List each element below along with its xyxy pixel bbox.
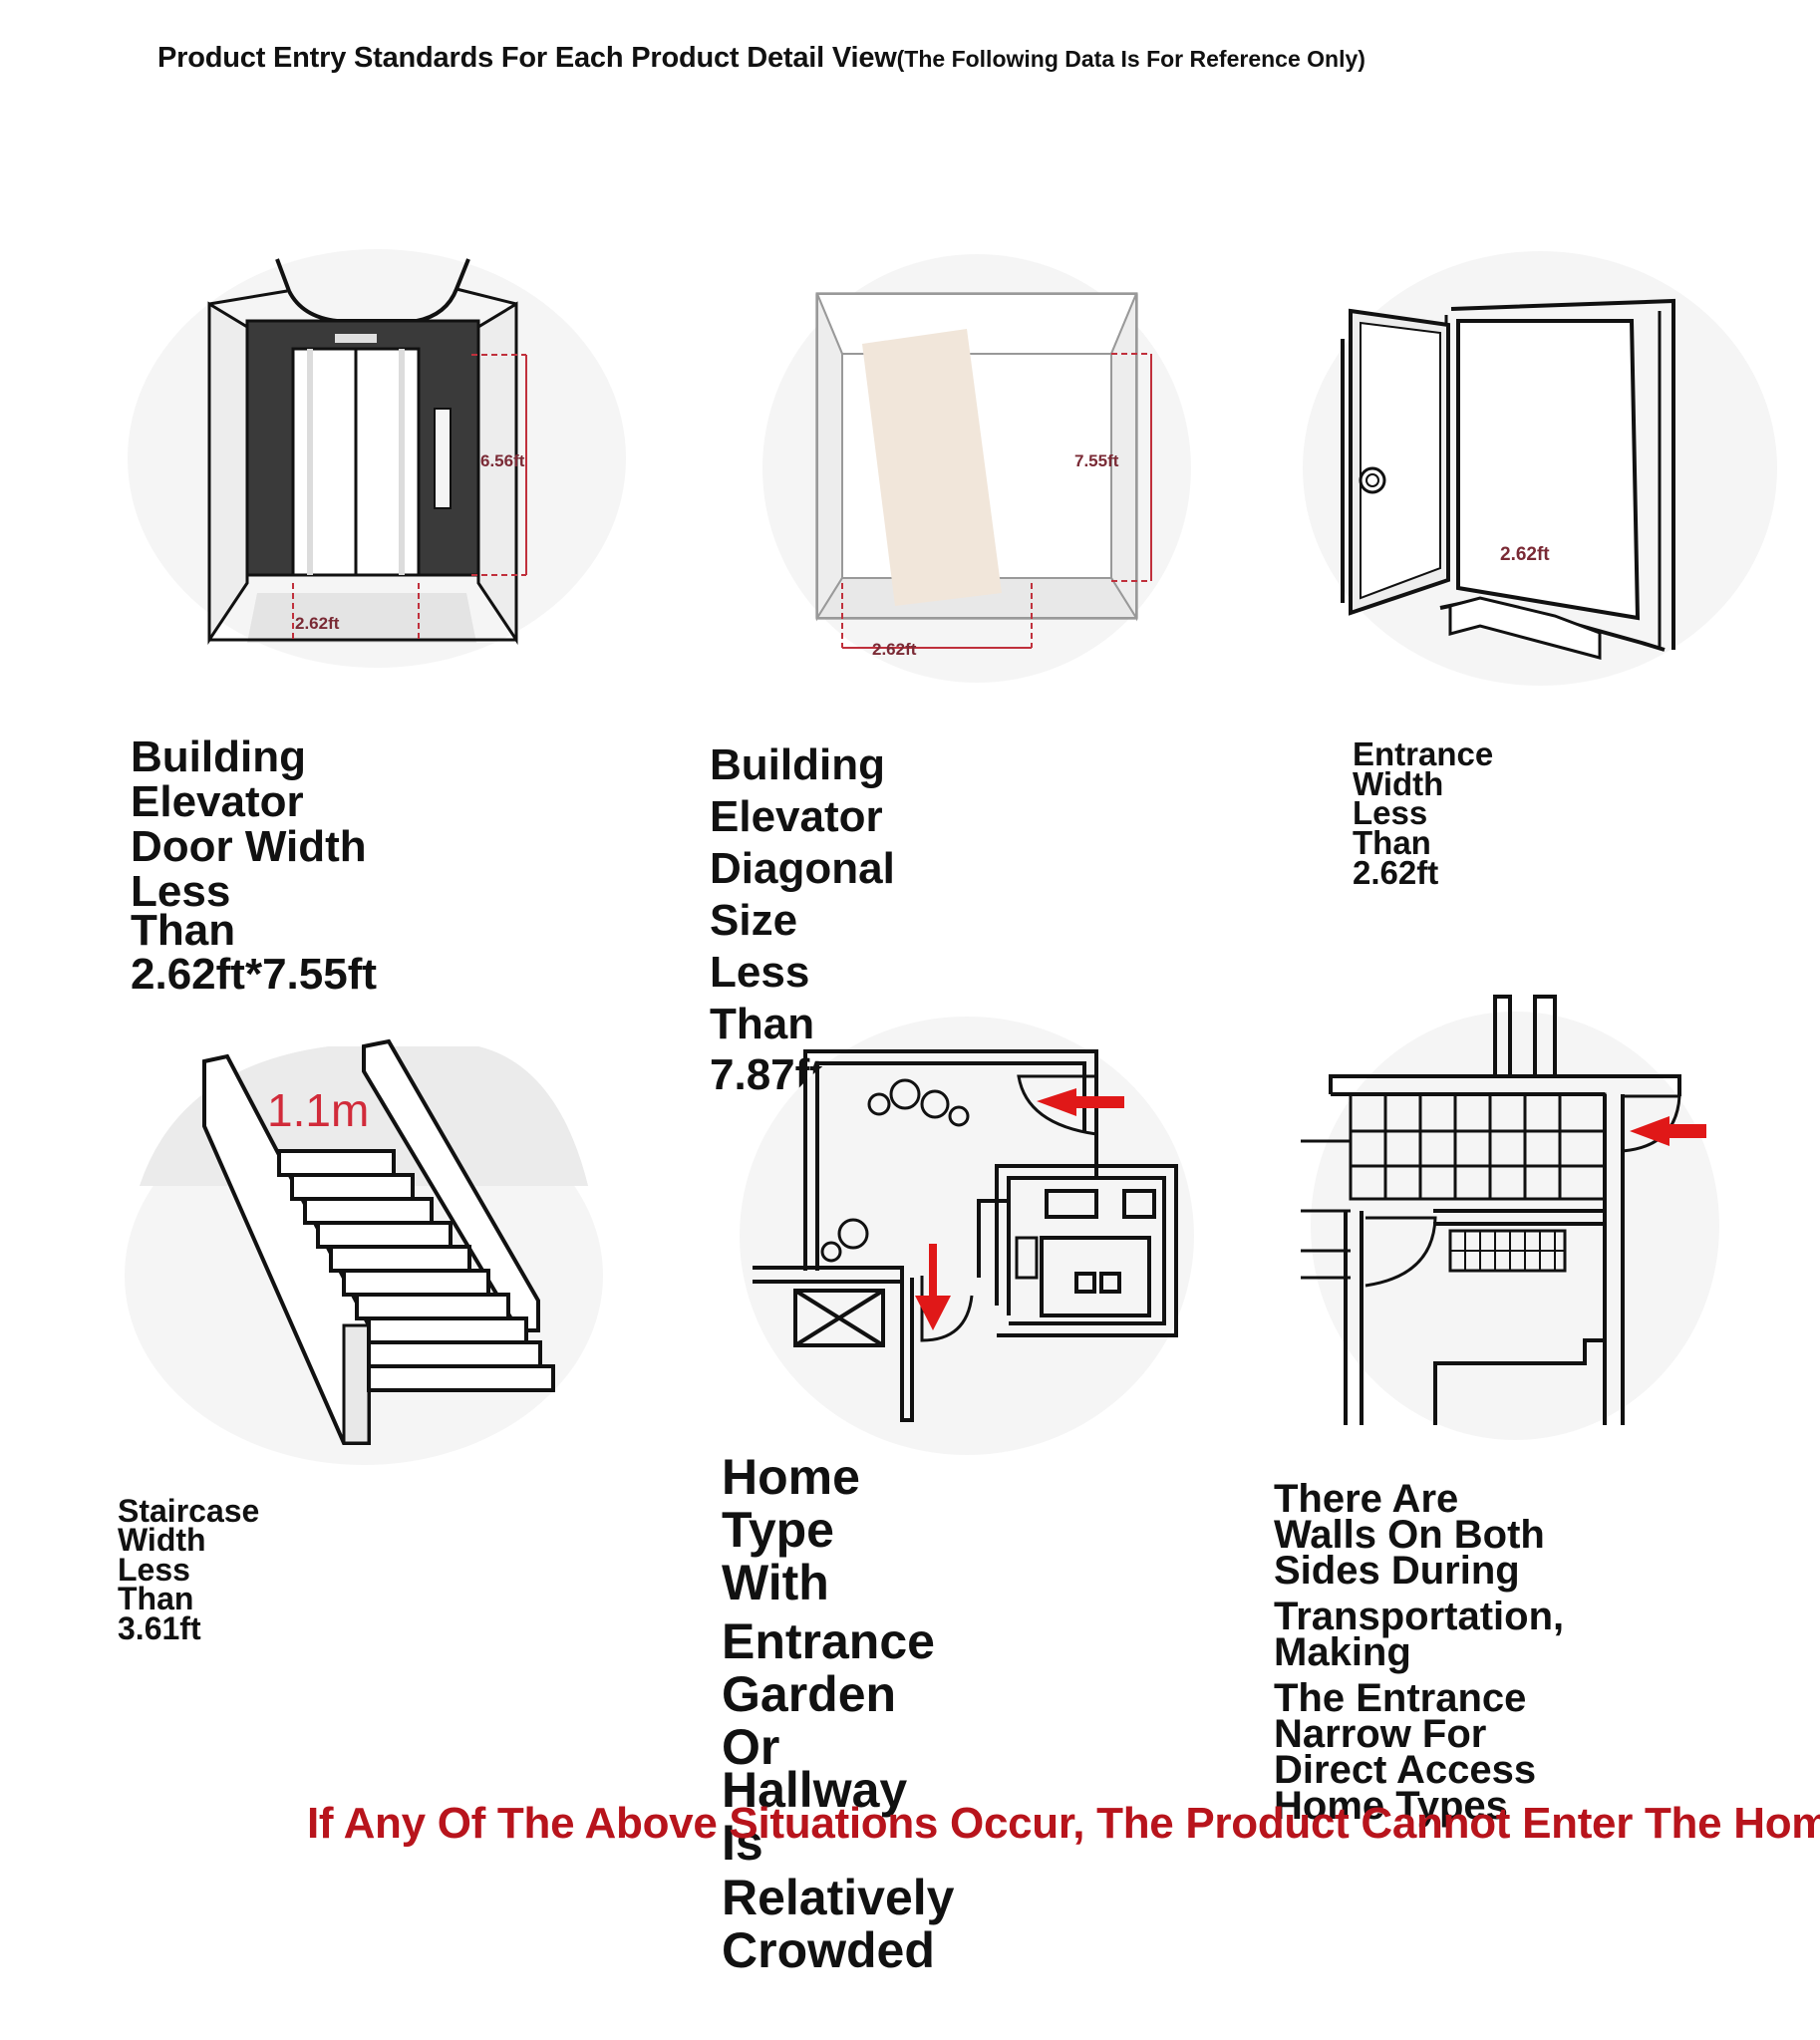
entrance-width-dim: 2.62ft [1500,544,1550,565]
elevator-door-illustration: 6.56ft 2.62ft [118,249,636,668]
page-title: Product Entry Standards For Each Product… [157,42,897,74]
caption-crowded-hallway: Home Type With Entrance Garden Or Hallwa… [722,1449,955,1978]
diagonal-height-dim: 7.55ft [1074,451,1119,470]
page-header: Product Entry Standards For Each Product… [157,42,1365,75]
elevator-height-dim: 6.56ft [480,451,525,470]
floorplan-hallway-illustration [738,1017,1196,1455]
entrance-door-illustration: 2.62ft [1301,249,1779,688]
caption-staircase: Staircase Width Less Than 3.61ft [118,1493,260,1646]
caption-narrow-entrance: There Are Walls On Both Sides During Tra… [1274,1477,1565,1828]
caption-entrance-door: Entrance Width Less Than 2.62ft [1353,735,1494,891]
page-subtitle: (The Following Data Is For Reference Onl… [896,46,1365,72]
diagonal-width-dim: 2.62ft [872,640,917,659]
elevator-width-dim: 2.62ft [295,614,340,633]
elevator-diagonal-illustration: 7.55ft 2.62ft [758,249,1196,688]
floorplan-walls-illustration [1286,987,1724,1445]
warning-footer: If Any Of The Above Situations Occur, Th… [307,1799,1820,1848]
caption-elevator-door: Building Elevator Door Width Less Than 2… [131,732,378,1000]
staircase-illustration: 1.1m [120,1026,608,1465]
staircase-width-dim: 1.1m [267,1084,369,1136]
caption-elevator-diagonal: Building Elevator Diagonal Size Less Tha… [710,740,895,1100]
